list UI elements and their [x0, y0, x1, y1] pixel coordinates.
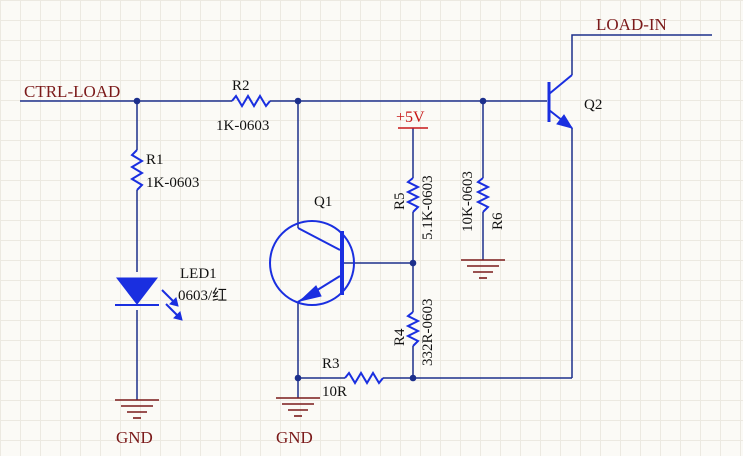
net-label-gnd-left: GND [116, 428, 153, 447]
q1-body [269, 220, 355, 306]
resistor-r5-symbol [405, 177, 421, 213]
junction-q1-collector [294, 97, 302, 105]
r4-ref: R4 [392, 328, 408, 346]
r6-ref: R6 [490, 212, 506, 230]
r3-value: 10R [322, 384, 347, 400]
junctions [133, 97, 487, 382]
resistor-r3-symbol [344, 371, 384, 385]
wires [20, 34, 712, 400]
q2-symbol [547, 74, 574, 129]
q1-ref: Q1 [314, 194, 332, 210]
r1-value: 1K-0603 [146, 175, 199, 191]
junction-r6 [479, 97, 487, 105]
net-label-ctrl-load: CTRL-LOAD [24, 82, 120, 101]
junction-q1-base [409, 259, 417, 267]
q1-collector-lead [297, 227, 341, 251]
led1-ref: LED1 [180, 266, 217, 282]
gnd-symbol-r6 [461, 259, 505, 279]
resistor-r1-symbol [130, 149, 144, 191]
r1-ref: R1 [146, 152, 164, 168]
net-label-5v: +5V [396, 109, 425, 126]
r6-value: 10K-0603 [460, 171, 476, 232]
q1-emitter-arrow [298, 285, 322, 302]
r2-ref: R2 [232, 78, 250, 94]
gnd-symbol-mid [276, 397, 320, 417]
led1-value: 0603/红 [178, 287, 227, 304]
net-label-gnd-mid: GND [276, 428, 313, 447]
junction-gnd-r3 [294, 374, 302, 382]
r5-value: 5.1K-0603 [420, 175, 436, 240]
net-label-load-in: LOAD-IN [596, 15, 667, 34]
resistor-r6-symbol [475, 177, 491, 213]
r4-value: 332R-0603 [420, 299, 436, 367]
wire-load-in [571, 34, 712, 75]
led1-triangle [115, 277, 159, 305]
r5-ref: R5 [392, 192, 408, 210]
q2-ref: Q2 [584, 97, 602, 113]
junction-ctrl-led [133, 97, 141, 105]
led1-ray-2-arrow [173, 311, 183, 321]
resistor-r2-symbol [231, 94, 271, 108]
r2-value: 1K-0603 [216, 118, 269, 134]
q2-collector-lead [548, 74, 573, 95]
led1-ray-1-arrow [169, 297, 179, 307]
q2-emitter-arrow [556, 114, 574, 129]
r3-ref: R3 [322, 356, 340, 372]
led1-symbol [115, 277, 183, 321]
q1-symbol [269, 220, 355, 306]
junction-r3-r4 [409, 374, 417, 382]
resistor-r4-symbol [405, 311, 421, 347]
gnd-symbol-left [115, 399, 159, 419]
